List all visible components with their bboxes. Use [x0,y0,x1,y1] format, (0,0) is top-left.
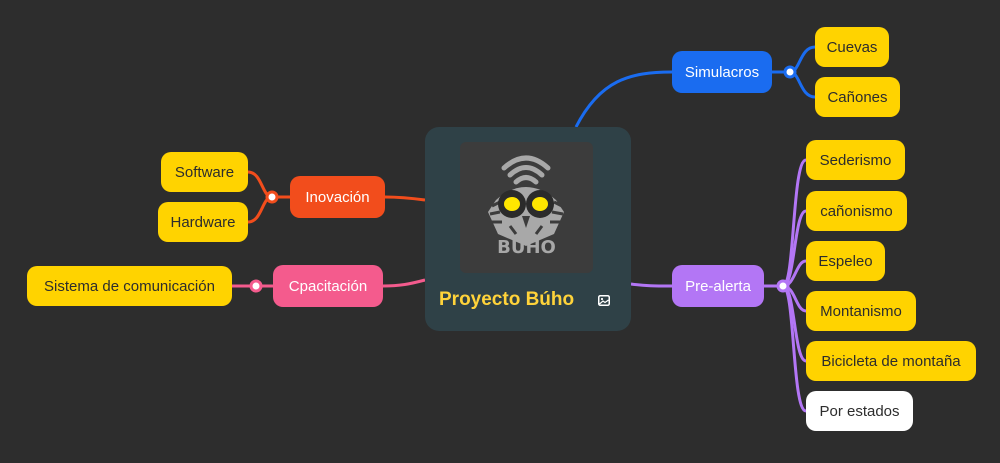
buho-logo: BÚHO [460,142,593,273]
topic-sistema-de-comunicacion[interactable]: Sistema de comunicación [27,266,232,306]
topic-sederismo[interactable]: Sederismo [806,140,905,180]
root-topic[interactable]: BÚHO Proyecto Búho [425,127,631,331]
topic-montanismo[interactable]: Montanismo [806,291,916,331]
topic-canonismo[interactable]: cañonismo [806,191,907,231]
logo-text: BÚHO [497,237,556,258]
branch-capacitacion[interactable]: Cpacitación [273,265,383,307]
owl-logo-icon [488,155,564,246]
root-title: Proyecto Búho [439,289,575,310]
image-icon[interactable] [598,295,610,306]
branch-simulacros[interactable]: Simulacros [672,51,772,93]
branch-prealerta[interactable]: Pre-alerta [672,265,764,307]
topic-espeleo[interactable]: Espeleo [806,241,885,281]
topic-hardware[interactable]: Hardware [158,202,248,242]
branch-inovacion[interactable]: Inovación [290,176,385,218]
topic-cuevas[interactable]: Cuevas [815,27,889,67]
topic-bicicleta-de-montana[interactable]: Bicicleta de montaña [806,341,976,381]
topic-canones[interactable]: Cañones [815,77,900,117]
topic-por-estados[interactable]: Por estados [806,391,913,431]
topic-software[interactable]: Software [161,152,248,192]
